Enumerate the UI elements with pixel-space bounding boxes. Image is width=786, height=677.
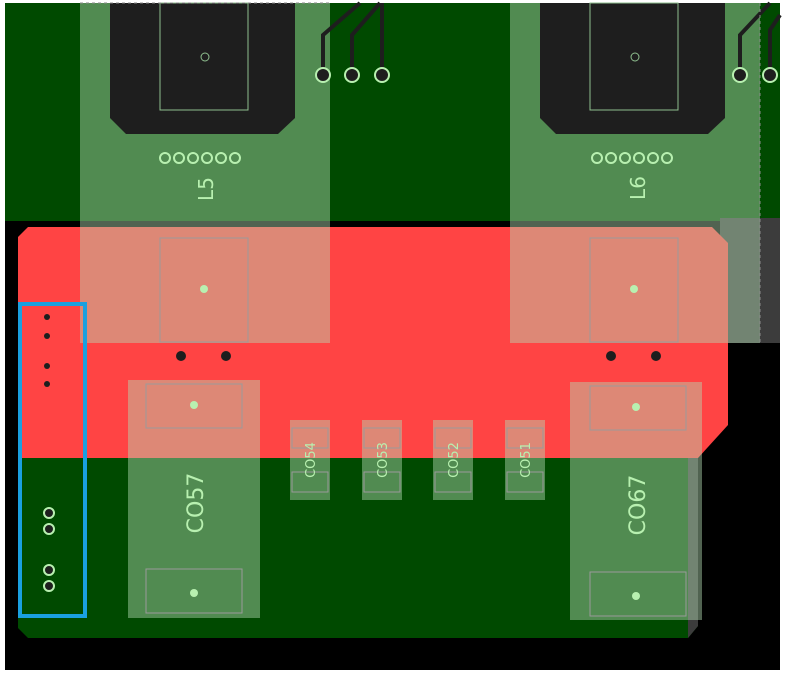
capacitor-bottom-pad [589, 571, 687, 617]
copper-pour-bottom [18, 458, 698, 638]
capacitor-top-pad [145, 383, 243, 429]
trace-via-holes [320, 72, 773, 78]
inductor-outline [589, 2, 679, 111]
capacitor-body [290, 420, 330, 500]
ref-designator-co51: CO51 [519, 442, 534, 478]
capacitor-bottom-pad [291, 471, 329, 493]
inductor-lower-pad [589, 237, 679, 343]
bottom-region-vias [43, 507, 55, 592]
red-region-vias [44, 314, 661, 387]
inductor-body [540, 3, 725, 134]
inductor-center-mark [630, 52, 640, 62]
ref-designator-co57: CO57 [184, 473, 209, 534]
capacitor-co54[interactable]: CO54 [290, 420, 330, 500]
capacitor-bottom-pad [363, 471, 401, 493]
capacitor-body [505, 420, 545, 500]
capacitor-pad-region [128, 380, 260, 618]
capacitor-top-pad [363, 427, 401, 449]
inductor-center-mark [200, 52, 210, 62]
copper-pour-red [18, 227, 728, 458]
capacitor-bottom-pad [434, 471, 472, 493]
capacitor-top-pad [506, 427, 544, 449]
copper-pour-bottom-edge [688, 458, 698, 638]
pad-center-dot [190, 589, 198, 597]
capacitor-co52[interactable]: CO52 [433, 420, 473, 500]
capacitor-body [362, 420, 402, 500]
capacitor-top-pad [589, 385, 687, 431]
capacitor-pad-region [570, 382, 702, 620]
inductor-via-row [591, 152, 673, 164]
inductor-body [110, 3, 295, 134]
capacitor-co53[interactable]: CO53 [362, 420, 402, 500]
capacitor-co57[interactable]: CO57 [128, 380, 260, 618]
pad-center-dot [200, 285, 208, 293]
inductor-outline [159, 2, 249, 111]
ref-designator-co52: CO52 [447, 442, 462, 478]
capacitor-body [433, 420, 473, 500]
capacitor-bottom-pad [506, 471, 544, 493]
dashed-boundaries [80, 2, 761, 343]
inductor-via-row [159, 152, 241, 164]
pad-center-dot [190, 401, 198, 409]
copper-region-gray [720, 218, 780, 343]
pad-center-dot [632, 403, 640, 411]
selection-box[interactable] [18, 302, 87, 618]
capacitor-top-pad [434, 427, 472, 449]
ref-designator-l5: L5 [194, 177, 218, 201]
ref-designator-l6: L6 [626, 176, 650, 200]
ref-designator-co53: CO53 [376, 442, 391, 478]
capacitor-co51[interactable]: CO51 [505, 420, 545, 500]
inductor-l6[interactable]: L6 [510, 2, 760, 343]
pad-center-dot [630, 285, 638, 293]
inductor-lower-pad [159, 237, 249, 343]
ref-designator-co54: CO54 [304, 442, 319, 478]
capacitor-top-pad [291, 427, 329, 449]
capacitor-bottom-pad [145, 568, 243, 614]
ref-designator-co67: CO67 [626, 475, 651, 536]
inductor-l5[interactable]: L5 [80, 2, 330, 343]
pad-center-dot [632, 592, 640, 600]
capacitor-co67[interactable]: CO67 [570, 382, 702, 620]
signal-traces [321, 1, 782, 75]
